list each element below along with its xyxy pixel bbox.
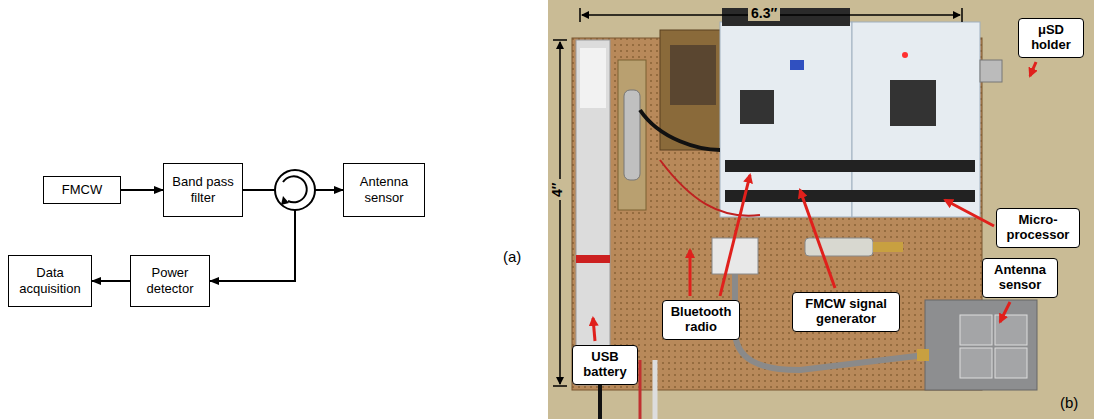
callout-box: Bluetooth radio bbox=[662, 300, 740, 340]
node-text: Data acquisition bbox=[13, 265, 87, 296]
node-text: FMCW bbox=[62, 182, 102, 198]
node-text: Power detector bbox=[135, 265, 205, 296]
panel-label: (a) bbox=[503, 248, 521, 265]
node-text: Antenna sensor bbox=[348, 174, 420, 205]
filter-box: Band pass filter bbox=[163, 163, 243, 217]
node-text: USB battery bbox=[577, 350, 633, 380]
callout-box: Antenna sensor bbox=[982, 258, 1058, 298]
callout-box: USB battery bbox=[572, 345, 638, 385]
node-text: Band pass filter bbox=[168, 174, 238, 205]
source-box: FMCW bbox=[43, 176, 121, 204]
node-text: μSD holder bbox=[1023, 23, 1079, 53]
node-text: FMCW signal generator bbox=[797, 297, 895, 327]
node-text: Bluetooth radio bbox=[667, 305, 735, 335]
dimension-label: 6.3″ bbox=[748, 5, 780, 21]
node-text: Antenna sensor bbox=[987, 263, 1053, 293]
daq-box: Data acquisition bbox=[8, 255, 92, 307]
callout-box: Micro- processor bbox=[996, 208, 1080, 248]
callout-box: μSD holder bbox=[1018, 18, 1084, 58]
antenna-box: Antenna sensor bbox=[343, 163, 425, 217]
panel-label: (b) bbox=[1060, 394, 1078, 411]
signal-arrow bbox=[121, 189, 163, 191]
signal-arrow bbox=[92, 280, 130, 282]
callout-box: FMCW signal generator bbox=[792, 292, 900, 332]
node-text: Micro- processor bbox=[1001, 213, 1075, 243]
detector-box: Power detector bbox=[130, 255, 210, 307]
dimension-label: 4″ bbox=[549, 180, 565, 201]
